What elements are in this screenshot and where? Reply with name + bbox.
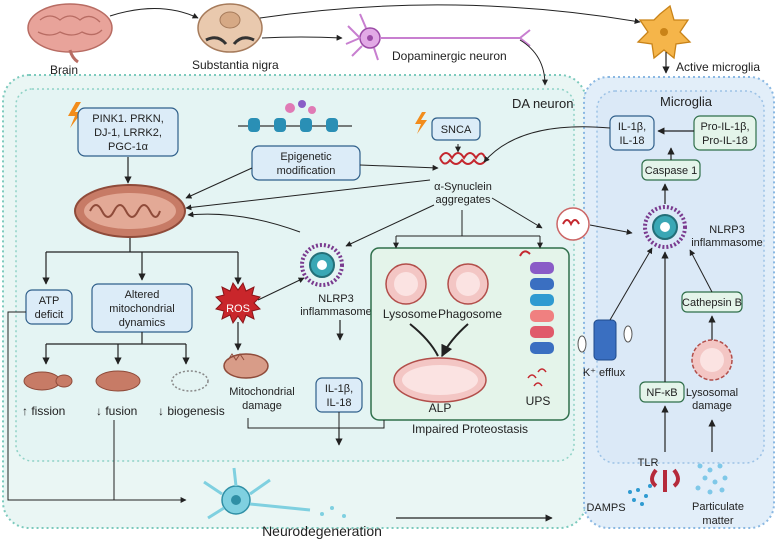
pro-il-line-1: Pro-IL-1β,: [700, 121, 749, 133]
epigenetic-line-2: modification: [277, 165, 336, 177]
epigenetic-box: [251, 145, 361, 181]
phagosome-icon: [447, 263, 489, 305]
pro-il-box: [693, 115, 757, 151]
altered-line-2: mitochondrial: [109, 303, 174, 315]
k-efflux-label: K⁺ efflux: [583, 367, 626, 379]
nlrp3-inflammasome-microglia-icon: [643, 205, 687, 249]
tlr-label: TLR: [638, 457, 659, 469]
fission-label: ↑ fission: [22, 404, 65, 418]
fission-mitochondria-icon: [23, 371, 73, 391]
nlrp3-mg-line-1: NLRP3: [709, 224, 744, 236]
mito-damage-line-1: Mitochondrial: [229, 386, 294, 398]
il-mg-line-2: IL-18: [619, 135, 644, 147]
ros-label: ROS: [226, 303, 250, 315]
particulate-line-1: Particulate: [692, 501, 744, 513]
genes-line-1: PINK1. PRKN,: [92, 113, 164, 125]
altered-line-3: dynamics: [119, 317, 166, 329]
asyn-line-1: α-Synuclein: [434, 181, 492, 193]
degenerating-neuron-icon: [203, 467, 346, 520]
epigenetic-line-1: Epigenetic: [280, 151, 332, 163]
nlrp3-da-line-2: inflammasome: [300, 306, 372, 318]
ros-burst-icon: [215, 281, 261, 325]
nlrp3-mg-line-2: inflammasome: [691, 237, 763, 249]
genes-box: [77, 107, 179, 157]
nfkb-box: [639, 381, 685, 403]
tlr-receptor-icon: [650, 468, 680, 492]
lysosomal-damage-icon: [691, 339, 733, 381]
substantia-nigra-icon: [197, 3, 263, 53]
lysosome-icon: [385, 263, 427, 305]
il-da-line-2: IL-18: [326, 397, 351, 409]
brain-label: Brain: [50, 63, 78, 77]
alp-label: ALP: [429, 401, 452, 415]
atp-line-2: deficit: [35, 309, 64, 321]
il-mg-line-1: IL-1β,: [618, 121, 646, 133]
brain-icon: [27, 3, 113, 64]
lightning-icon: [415, 112, 427, 134]
lightning-icon: [68, 102, 82, 128]
snca-box: [431, 117, 481, 141]
altered-line-1: Altered: [125, 289, 160, 301]
particulate-line-2: matter: [702, 515, 734, 527]
active-microglia-icon: [636, 4, 692, 60]
pro-il-line-2: Pro-IL-18: [702, 135, 748, 147]
snca-label: SNCA: [441, 124, 472, 136]
substantia-nigra-label: Substantia nigra: [192, 58, 279, 72]
ups-fragments-icon: [527, 368, 547, 387]
atp-line-1: ATP: [39, 295, 60, 307]
fusion-mitochondria-icon: [95, 370, 141, 392]
genes-line-2: DJ-1, LRRK2,: [94, 127, 162, 139]
atp-deficit-box: [25, 289, 73, 325]
asyn-line-2: aggregates: [435, 194, 491, 206]
da-neuron-title: DA neuron: [512, 96, 573, 111]
dopaminergic-neuron-label: Dopaminergic neuron: [392, 49, 507, 63]
phagosome-label: Phagosome: [438, 307, 502, 321]
cathepsin-label: Cathepsin B: [682, 297, 742, 309]
damps-label: DAMPS: [586, 502, 625, 514]
particulate-matter-icon: [695, 463, 728, 495]
damaged-mitochondrion-icon: [223, 353, 269, 379]
nucleosome-icon: [238, 100, 352, 132]
il-da-line-1: IL-1β,: [325, 383, 353, 395]
microglia-title: Microglia: [660, 94, 713, 109]
neurodegeneration-label: Neurodegeneration: [262, 523, 382, 539]
caspase-label: Caspase 1: [645, 165, 698, 177]
mito-damage-line-2: damage: [242, 400, 282, 412]
biogenesis-mitochondria-icon: [171, 370, 209, 392]
lysosome-label: Lysosome: [383, 307, 438, 321]
proteostasis-label: Impaired Proteostasis: [412, 422, 528, 436]
damps-particles-icon: [628, 484, 652, 506]
mitochondrion-icon: [74, 184, 186, 238]
active-microglia-label: Active microglia: [676, 60, 760, 74]
genes-line-3: PGC-1α: [108, 141, 149, 153]
lyso-damage-line-2: damage: [692, 400, 732, 412]
alpha-synuclein-vesicle-icon: [556, 207, 590, 241]
biogenesis-label: ↓ biogenesis: [158, 404, 225, 418]
dopaminergic-neuron-icon: [345, 13, 531, 61]
lyso-damage-line-1: Lysosomal: [686, 387, 738, 399]
proteasome-icon: [519, 250, 554, 354]
nfkb-label: NF-κB: [646, 387, 677, 399]
nlrp3-da-line-1: NLRP3: [318, 293, 353, 305]
potassium-channel-icon: [577, 319, 633, 361]
alp-icon: [393, 357, 487, 403]
ups-label: UPS: [526, 394, 551, 408]
fusion-label: ↓ fusion: [96, 404, 137, 418]
nlrp3-inflammasome-icon: [300, 243, 344, 287]
il-box-microglia: [609, 115, 655, 151]
